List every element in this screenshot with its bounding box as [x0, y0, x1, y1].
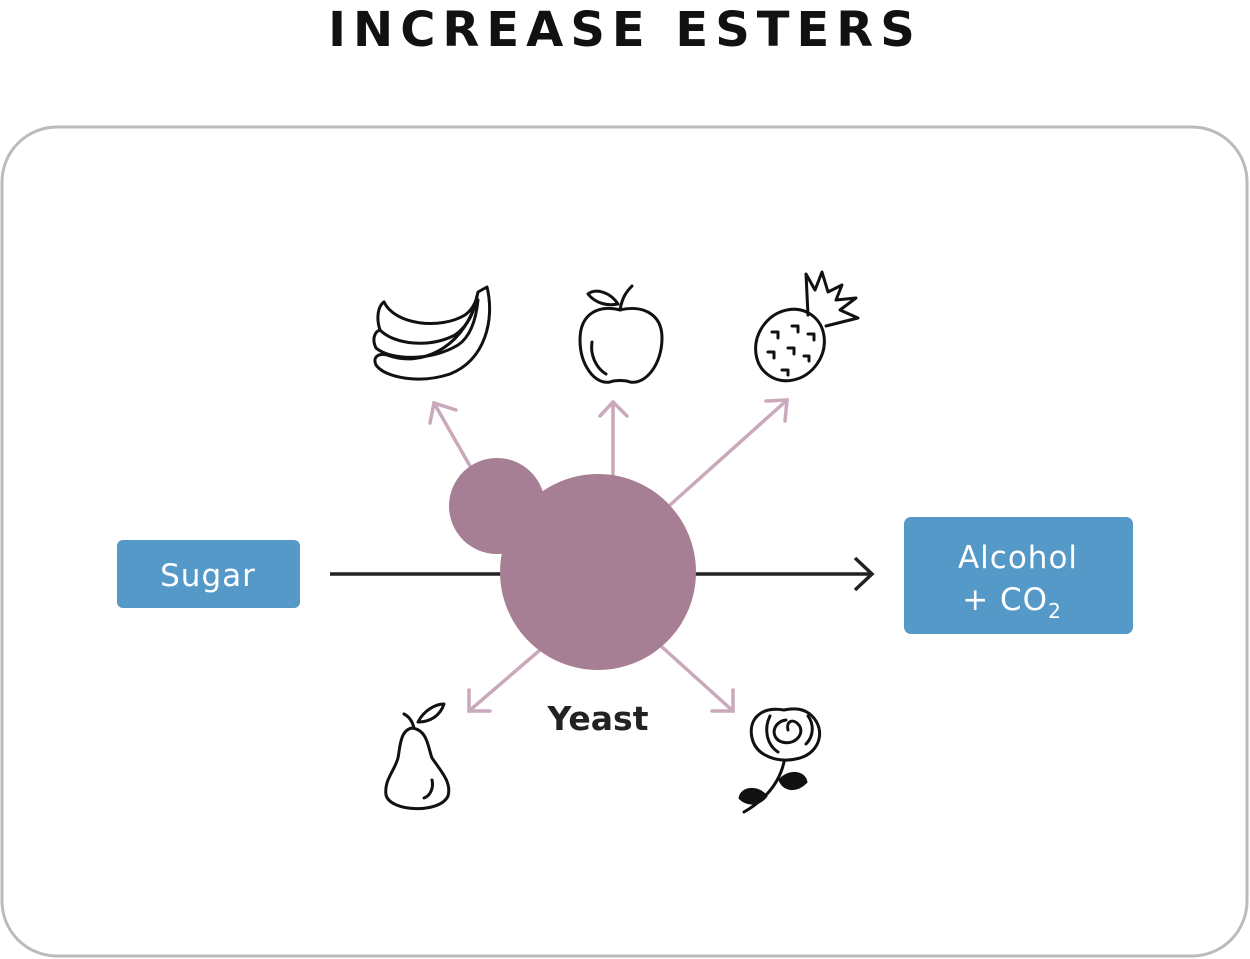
yeast-label: Yeast	[547, 699, 649, 738]
sugar-box: Sugar	[117, 540, 300, 608]
pineapple-icon	[754, 270, 860, 383]
apple-icon	[578, 284, 664, 384]
arrow-to-pear	[467, 648, 542, 713]
banana-icon	[372, 285, 492, 381]
alcohol-label: Alcohol	[958, 540, 1078, 576]
ester-arrows	[428, 398, 789, 713]
alcohol-co2-box: Alcohol + CO2	[904, 517, 1133, 634]
yeast-cell	[449, 458, 696, 670]
arrow-to-rose	[660, 645, 735, 713]
arrow-to-apple	[598, 399, 629, 478]
co2-label: + CO2	[962, 582, 1062, 623]
diagram-frame	[0, 125, 1249, 958]
arrow-to-banana	[428, 400, 472, 468]
rose-icon	[738, 707, 822, 814]
arrow-to-pineapple	[668, 398, 789, 507]
pear-icon	[384, 702, 451, 811]
sugar-label: Sugar	[160, 558, 256, 594]
diagram-title: INCREASE ESTERS	[328, 2, 922, 58]
